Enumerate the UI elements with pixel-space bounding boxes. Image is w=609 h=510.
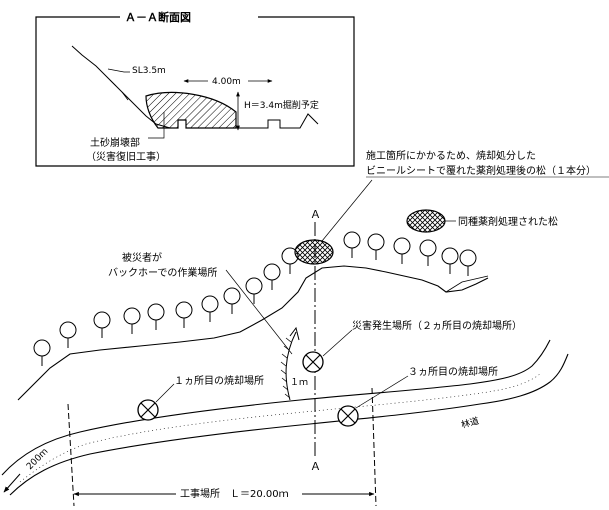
tree-crown — [343, 231, 361, 249]
section-a-bottom: Ａ — [310, 460, 321, 473]
collapse-leader — [148, 112, 165, 139]
section-inset: Ａ－Ａ断面図 SL3.5m 4.00m H＝3.4m掘削予定 土砂崩壊部 （災害… — [35, 10, 355, 167]
tree-crown — [33, 339, 51, 357]
work-area-left-boundary — [67, 403, 75, 507]
tree-crown — [459, 249, 477, 267]
tree-crown — [123, 307, 141, 325]
work-area-label: 工事場所 Ｌ＝20.00ｍ — [180, 487, 289, 500]
legend-label: 同種薬剤処理された松 — [458, 215, 558, 228]
inset-slope-cut — [109, 79, 129, 101]
width-dimension-label: 4.00m — [212, 77, 241, 87]
tree-crown — [59, 321, 77, 339]
tree-crown — [93, 311, 111, 329]
backhoe-arc-hatching — [280, 337, 292, 399]
inset-sl-leader — [107, 68, 130, 73]
worker-label-1: 被災者が — [122, 251, 162, 264]
collapse-label-1: 土砂崩壊部 — [90, 136, 140, 149]
tree-crown — [419, 239, 437, 257]
one-meter-label: １ｍ — [290, 378, 308, 388]
tree-crown — [393, 237, 411, 255]
tree-crown — [201, 295, 219, 313]
inset-title: Ａ－Ａ断面図 — [125, 10, 191, 24]
tree-crown — [245, 277, 263, 295]
slope-upper-line — [445, 275, 489, 293]
backhoe-arc — [285, 331, 297, 401]
backhoe-arrow-head — [289, 326, 300, 341]
worker-label-2: バックホーでの作業場所 — [108, 266, 217, 279]
disaster-leader — [322, 329, 353, 357]
burn3-label: ３ヵ所目の焼却場所 — [408, 365, 498, 378]
inset-sl-label: SL3.5m — [132, 66, 166, 76]
ridge-line — [17, 265, 489, 401]
tree-crown — [223, 287, 241, 305]
work-area-right-boundary — [371, 387, 377, 507]
tree-note-line-2: ビニールシートで覆れた薬剤処理後の松（１本分） — [366, 164, 596, 177]
legend-treated-pine-symbol — [406, 209, 446, 233]
tree-crown — [367, 233, 385, 251]
road-direction-arrow — [3, 473, 21, 493]
tree-crown — [441, 247, 459, 265]
tree-note-line-1: 施工箇所にかかるため、焼却処分した — [366, 149, 536, 162]
tree-note-leader — [321, 179, 373, 242]
disaster-label: 災害発生場所（２ヵ所目の焼却場所） — [352, 319, 522, 332]
forest-road-upper-edge — [1, 339, 551, 476]
tree-row — [33, 231, 477, 366]
road-center-dashes — [19, 373, 541, 483]
collapsed-soil-mass — [145, 91, 237, 129]
road-200m-label: 200m — [25, 447, 50, 472]
treated-pine-marker — [294, 239, 334, 265]
tree-crown — [147, 303, 165, 321]
tree-crown — [263, 263, 281, 281]
worker-leader — [225, 269, 293, 355]
collapse-label-2: （災害復旧工事） — [86, 150, 166, 163]
height-dimension-label: H＝3.4m掘削予定 — [244, 99, 319, 111]
forest-road-label: 林道 — [460, 415, 481, 431]
inset-frame — [35, 16, 355, 167]
burn1-label: １ヵ所目の焼却場所 — [174, 374, 264, 387]
section-a-top: Ａ — [310, 208, 321, 221]
tree-crown — [175, 301, 193, 319]
